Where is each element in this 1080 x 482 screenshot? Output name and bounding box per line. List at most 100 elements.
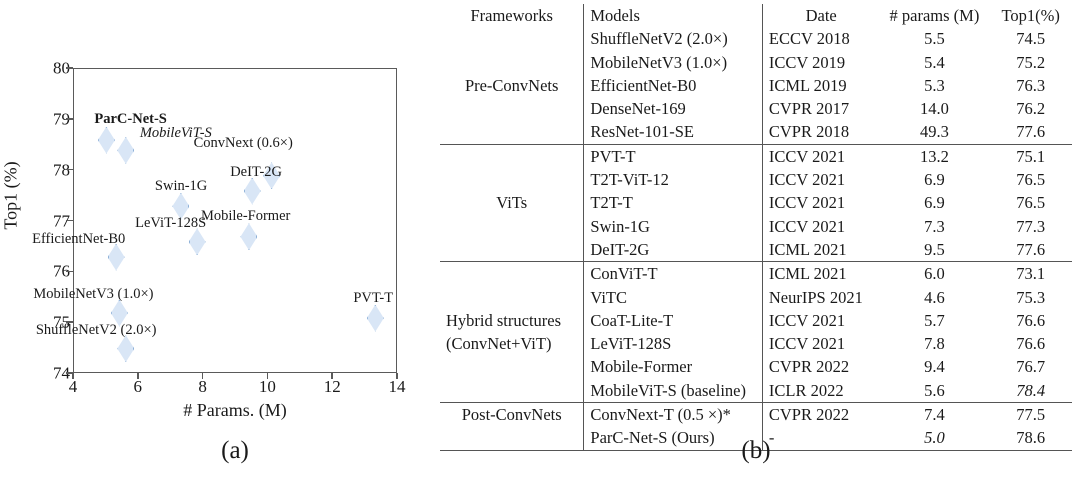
cell-top1: 76.5 <box>1016 170 1046 190</box>
cell-framework: Post-ConvNets <box>440 402 585 427</box>
cell-top1: 76.3 <box>1016 75 1046 95</box>
cell-date: CVPR 2018 <box>768 122 850 142</box>
scatter-point-marker <box>243 177 261 205</box>
cell-params: 9.4 <box>924 357 945 377</box>
cell-params: 6.9 <box>924 170 945 190</box>
cell-model: Mobile-Former <box>583 355 763 379</box>
y-tick-label: 79 <box>53 109 70 129</box>
cell-date: ECCV 2018 <box>768 29 850 49</box>
cell-date: ICML 2019 <box>768 75 847 95</box>
cell-top1: 78.4 <box>1016 380 1046 400</box>
col-header-params: # params (M) <box>889 6 980 25</box>
cell-framework <box>440 426 585 451</box>
table-row: MobileNetV3 (1.0×)ICCV 2019 5.4 75.2 <box>440 50 1072 74</box>
x-tick-mark <box>396 373 398 379</box>
cell-model: DenseNet-169 <box>583 97 763 121</box>
x-tick-label: 8 <box>198 377 207 396</box>
cell-params: 4.6 <box>924 287 945 307</box>
col-header-date: Date <box>805 6 837 25</box>
figure-b-results-table: Frameworks Models Date # params (M) Top1… <box>430 0 1080 482</box>
cell-top1: 75.2 <box>1016 52 1046 72</box>
x-tick-label: 4 <box>68 377 78 396</box>
cell-date: ICCV 2019 <box>768 52 846 72</box>
cell-top1: 76.2 <box>1016 99 1046 119</box>
col-header-top1: Top1(%) <box>1001 6 1060 25</box>
cell-top1: 76.6 <box>1016 310 1046 330</box>
cell-params: 49.3 <box>919 122 949 142</box>
y-tick-label: 77 <box>53 211 70 230</box>
cell-top1: 76.5 <box>1016 193 1046 213</box>
cell-model: DeIT-2G <box>583 237 763 262</box>
cell-top1: 75.3 <box>1016 287 1046 307</box>
comparison-table: Frameworks Models Date # params (M) Top1… <box>440 4 1072 451</box>
cell-framework <box>440 143 585 169</box>
cell-model: ConvNext-T (0.5 ×)* <box>583 402 763 427</box>
cell-params: 5.7 <box>924 310 945 330</box>
cell-top1: 77.6 <box>1016 122 1046 142</box>
cell-model: ViTC <box>583 285 763 309</box>
scatter-point-label: DeIT-2G <box>230 164 282 180</box>
cell-date: CVPR 2022 <box>768 357 850 377</box>
cell-model: PVT-T <box>583 143 763 169</box>
cell-date: ICML 2021 <box>762 261 880 286</box>
scatter-point-label: MobileViT-S <box>139 125 212 142</box>
x-axis-label: # Params. (M) <box>183 400 287 420</box>
y-tick-mark <box>66 67 73 69</box>
col-header-frameworks: Frameworks <box>440 4 585 28</box>
scatter-point-marker <box>188 228 206 256</box>
cell-params: 7.8 <box>924 334 945 354</box>
cell-top1: 76.6 <box>1016 334 1046 354</box>
table-head: Frameworks Models Date # params (M) Top1… <box>440 4 1072 28</box>
x-tick-mark <box>201 373 204 379</box>
x-tick-label: 6 <box>133 377 143 396</box>
cell-framework <box>440 120 585 145</box>
x-tick-mark <box>331 373 333 379</box>
cell-model: CoaT-Lite-T <box>583 308 763 333</box>
x-tick-label: 12 <box>323 377 341 396</box>
cell-model: ShuffleNetV2 (2.0×) <box>583 27 763 51</box>
scatter-point-label: LeViT-128S <box>135 214 207 231</box>
table-header-row: Frameworks Models Date # params (M) Top1… <box>440 4 1072 28</box>
scatter-point-marker <box>117 335 135 363</box>
cell-date: ICCV 2021 <box>768 216 846 236</box>
cell-date: ICCV 2021 <box>768 310 846 330</box>
cell-params: 5.6 <box>924 380 945 400</box>
cell-date: ICCV 2021 <box>768 170 846 190</box>
scatter-point-label: ParC-Net-S <box>94 111 167 128</box>
y-tick-mark <box>66 321 73 323</box>
y-tick-mark <box>66 219 73 222</box>
scatter-point-marker <box>366 304 384 332</box>
y-tick-label: 76 <box>53 261 70 281</box>
cell-params: 13.2 <box>879 143 990 169</box>
cell-framework <box>440 261 585 286</box>
caption-figure-b: (b) <box>741 437 771 464</box>
cell-top1: 76.7 <box>1016 357 1046 377</box>
cell-params: 6.9 <box>924 193 945 213</box>
cell-framework <box>440 378 585 403</box>
cell-model: ResNet-101-SE <box>583 120 763 145</box>
cell-model: MobileNetV3 (1.0×) <box>583 50 763 74</box>
col-header-models: Models <box>583 4 763 28</box>
caption-figure-a: (a) <box>221 437 249 464</box>
cell-params: 5.4 <box>924 52 945 72</box>
cell-params: 14.0 <box>919 99 949 119</box>
y-tick-mark <box>66 118 73 120</box>
cell-params: 9.5 <box>924 239 945 259</box>
x-tick-mark <box>137 373 139 379</box>
scatter-point-marker <box>172 192 190 220</box>
y-tick-label: 74 <box>53 363 70 383</box>
cell-date: CVPR 2022 <box>762 402 880 427</box>
